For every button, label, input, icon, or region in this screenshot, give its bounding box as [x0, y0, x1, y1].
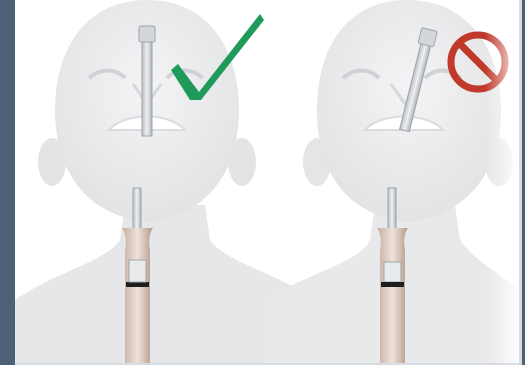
- right-edge-fade: [485, 0, 519, 363]
- illustration-svg: [15, 0, 519, 363]
- left-tube-band: [126, 282, 149, 287]
- illustration-panel: [15, 0, 522, 365]
- left-trachea: [122, 228, 153, 363]
- incorrect-placement-figure: [265, 0, 519, 363]
- right-tube-lower: [384, 262, 401, 282]
- right-trachea: [377, 228, 408, 363]
- left-tube-connector: [139, 26, 155, 42]
- right-tube-band: [381, 282, 404, 287]
- left-tube-lower: [129, 260, 146, 282]
- right-tube-connector: [418, 28, 437, 47]
